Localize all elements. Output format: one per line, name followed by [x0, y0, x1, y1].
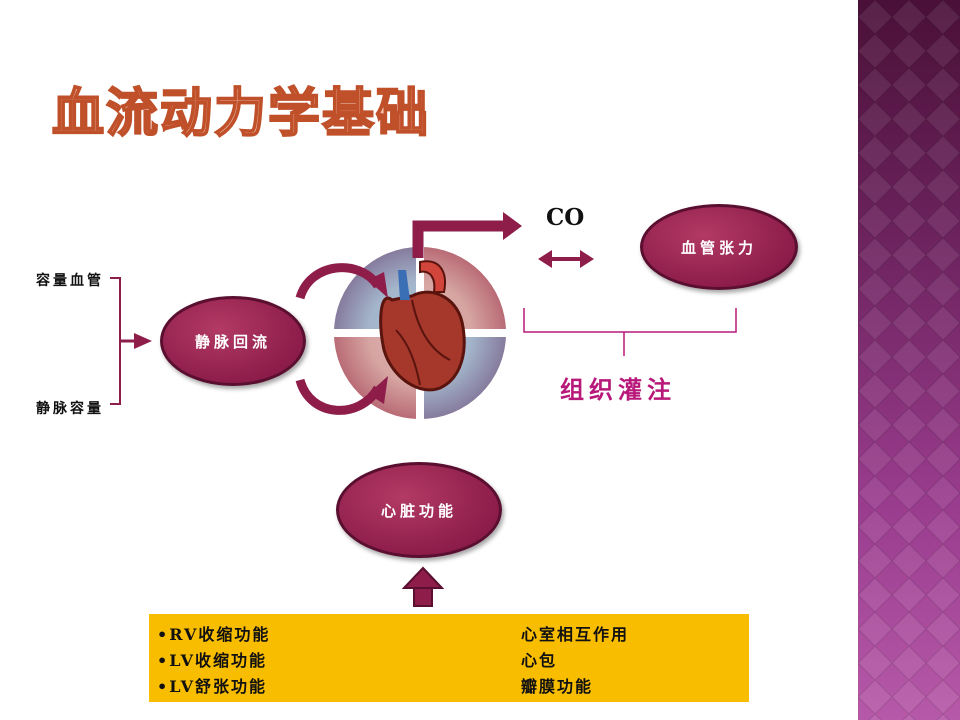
- factor-item: •RV收缩功能: [157, 625, 271, 644]
- factor-item: 心室相互作用: [521, 625, 630, 644]
- factors-left-column: •RV收缩功能 •LV收缩功能 •LV舒张功能: [157, 622, 270, 700]
- factor-item: •LV收缩功能: [157, 651, 267, 670]
- factor-item: 瓣膜功能: [521, 677, 594, 696]
- co-label: CO: [546, 204, 585, 231]
- cardiac-function-oval: 心脏功能: [336, 462, 502, 558]
- cardiac-factors-box: •RV收缩功能 •LV收缩功能 •LV舒张功能 心室相互作用 心包 瓣膜功能: [149, 614, 749, 702]
- venous-capacity-label: 静脉容量: [36, 401, 104, 417]
- capacitance-vessels-label: 容量血管: [36, 273, 104, 289]
- slide-title: 血流动力学基础: [51, 84, 431, 144]
- heart-illustration: [334, 247, 506, 419]
- perfusion-bracket: [523, 308, 737, 356]
- venous-return-label: 静脉回流: [194, 332, 271, 351]
- up-arrow-icon: [401, 566, 445, 607]
- venous-return-oval: 静脉回流: [160, 296, 306, 386]
- double-arrow-icon: [538, 250, 594, 268]
- factor-item: 心包: [521, 651, 558, 670]
- hemodynamics-diagram: [110, 212, 737, 607]
- vascular-tone-label: 血管张力: [680, 238, 757, 257]
- input-bracket: [110, 277, 152, 405]
- cardiac-function-label: 心脏功能: [380, 501, 457, 520]
- vascular-tone-oval: 血管张力: [640, 204, 798, 290]
- curved-arrow-icon: [295, 263, 388, 415]
- factor-item: •LV舒张功能: [157, 677, 267, 696]
- tissue-perfusion-label: 组织灌注: [560, 375, 676, 404]
- diamond-pattern: [858, 0, 960, 720]
- factors-right-column: 心室相互作用 心包 瓣膜功能: [521, 622, 629, 700]
- decorative-side-band: [858, 0, 960, 720]
- bracket-arrow-icon: [412, 212, 522, 258]
